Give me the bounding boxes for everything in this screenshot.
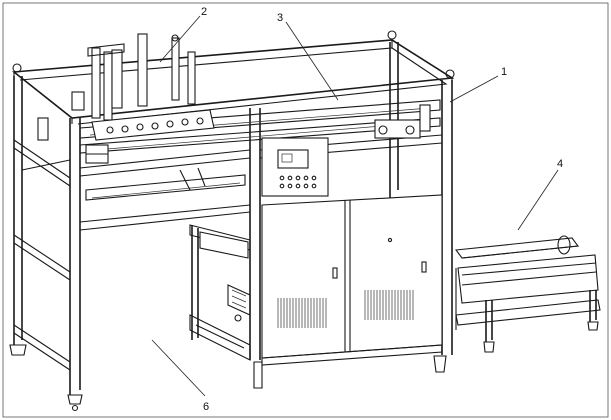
control-cabinet — [261, 137, 443, 366]
callout-3: 3 — [277, 12, 283, 24]
left-mechanism — [71, 33, 246, 201]
leader-3 — [285, 21, 339, 101]
control-buttons — [279, 175, 317, 189]
callout-labels: 1 2 3 4 6 — [201, 6, 563, 413]
leader-2 — [159, 15, 201, 63]
callout-2: 2 — [201, 6, 207, 18]
leader-1 — [449, 75, 499, 103]
lower-feed-station — [189, 224, 251, 361]
leader-6 — [151, 339, 206, 397]
callout-6: 6 — [203, 401, 209, 413]
cabinet-vent-left — [277, 298, 327, 328]
right-conveyor — [454, 235, 601, 353]
callout-1: 1 — [501, 66, 507, 78]
leader-4 — [517, 169, 559, 231]
cabinet-vent-right — [364, 290, 414, 320]
callout-4: 4 — [557, 158, 563, 170]
callout-leaders — [151, 15, 559, 397]
